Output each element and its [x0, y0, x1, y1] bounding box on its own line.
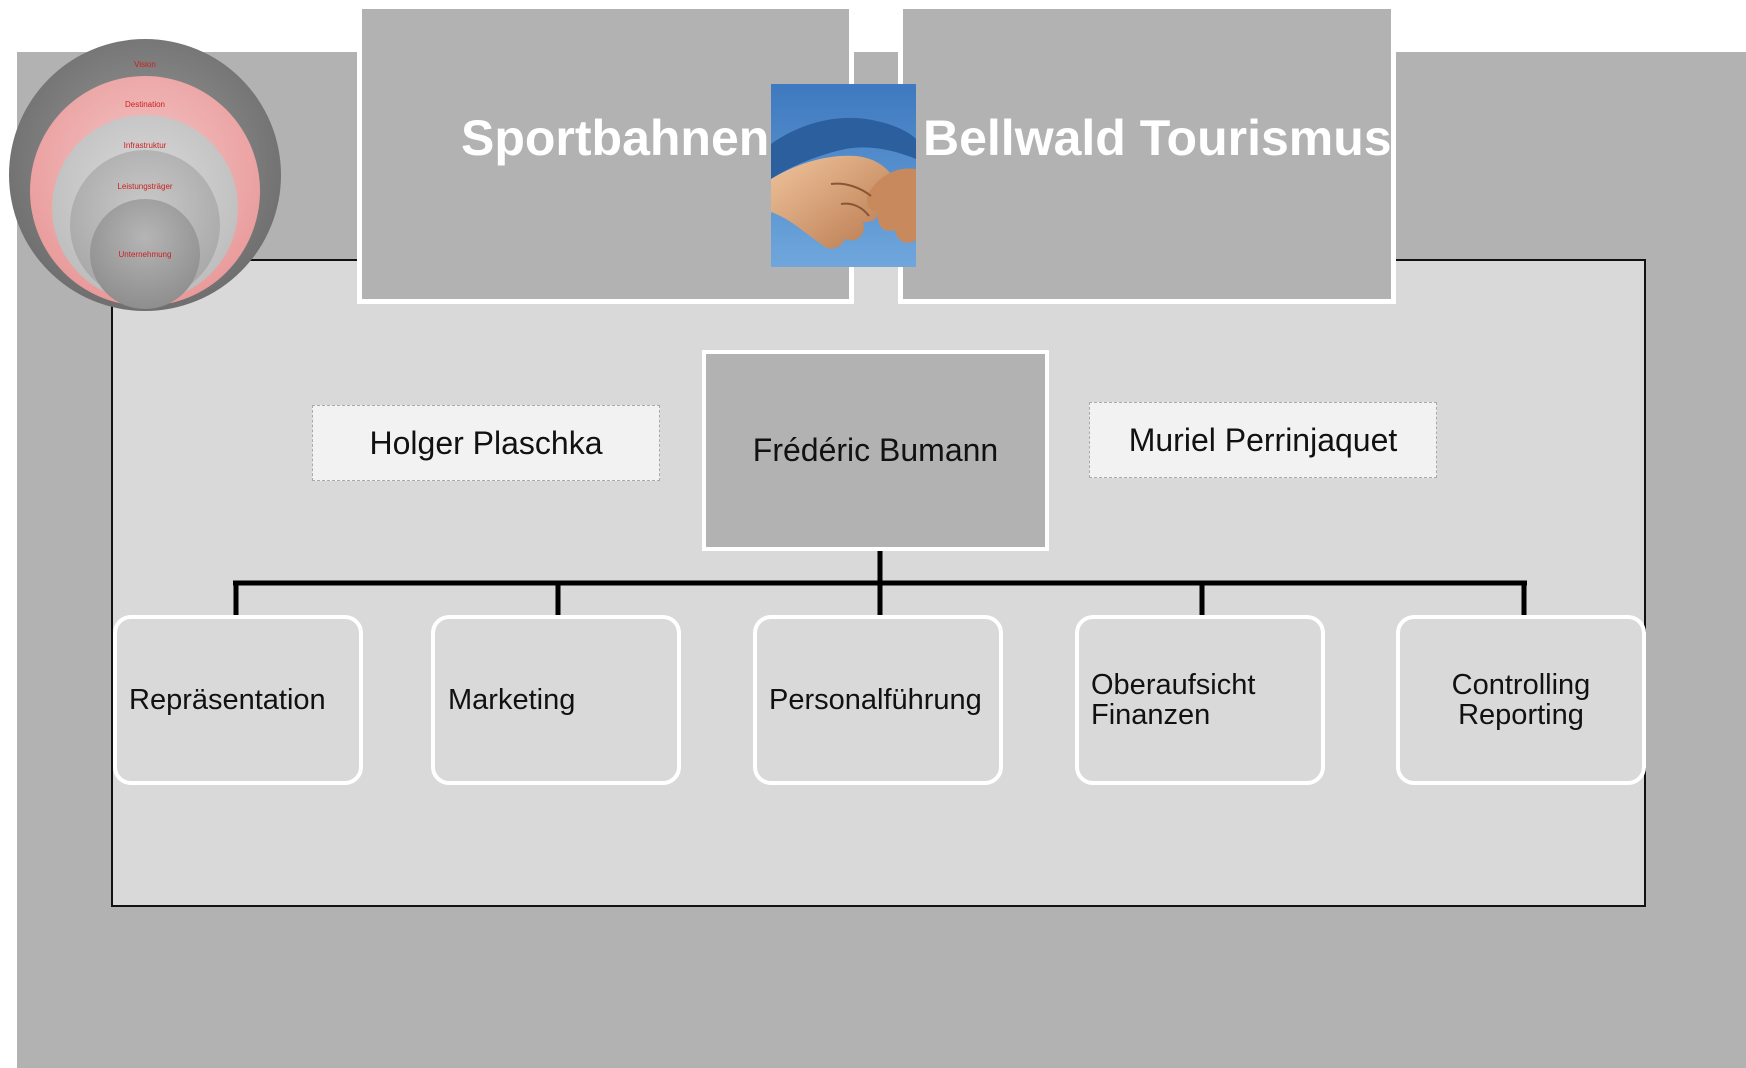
ring-label: Unternehmung	[119, 250, 172, 259]
assistant-right-label: Muriel Perrinjaquet	[1128, 421, 1398, 458]
handshake-image	[771, 84, 916, 267]
assistant-right: Muriel Perrinjaquet	[1089, 402, 1437, 478]
ring-label: Vision	[134, 60, 156, 69]
concentric-circles-logo: Vision Destination Infrastruktur Leistun…	[9, 39, 281, 311]
header-title-left: Sportbahnen	[461, 110, 770, 166]
dept-personalfuehrung: Personalführung	[753, 615, 1003, 785]
dept-label: Repräsentation	[129, 683, 326, 716]
assistant-left: Holger Plaschka	[312, 405, 660, 481]
head-box: Frédéric Bumann	[702, 350, 1049, 551]
dept-label: Oberaufsicht Finanzen	[1091, 668, 1256, 731]
header-title-right: Bellwald Tourismus	[923, 110, 1392, 166]
dept-repraesentation: Repräsentation	[113, 615, 363, 785]
dept-label: Personalführung	[769, 683, 982, 716]
head-label: Frédéric Bumann	[752, 432, 999, 468]
ring-label: Destination	[125, 100, 165, 109]
ring-label: Leistungsträger	[117, 182, 172, 191]
header-bellwald-tourismus: Bellwald Tourismus	[898, 9, 1396, 304]
dept-marketing: Marketing	[431, 615, 681, 785]
dept-oberaufsicht-finanzen: Oberaufsicht Finanzen	[1075, 615, 1325, 785]
assistant-left-label: Holger Plaschka	[369, 424, 603, 461]
dept-label: Controlling Reporting	[1451, 668, 1591, 731]
dept-controlling-reporting: Controlling Reporting	[1396, 615, 1646, 785]
ring-unternehmung	[90, 199, 200, 309]
dept-label: Marketing	[448, 683, 576, 716]
ring-label: Infrastruktur	[124, 141, 167, 150]
